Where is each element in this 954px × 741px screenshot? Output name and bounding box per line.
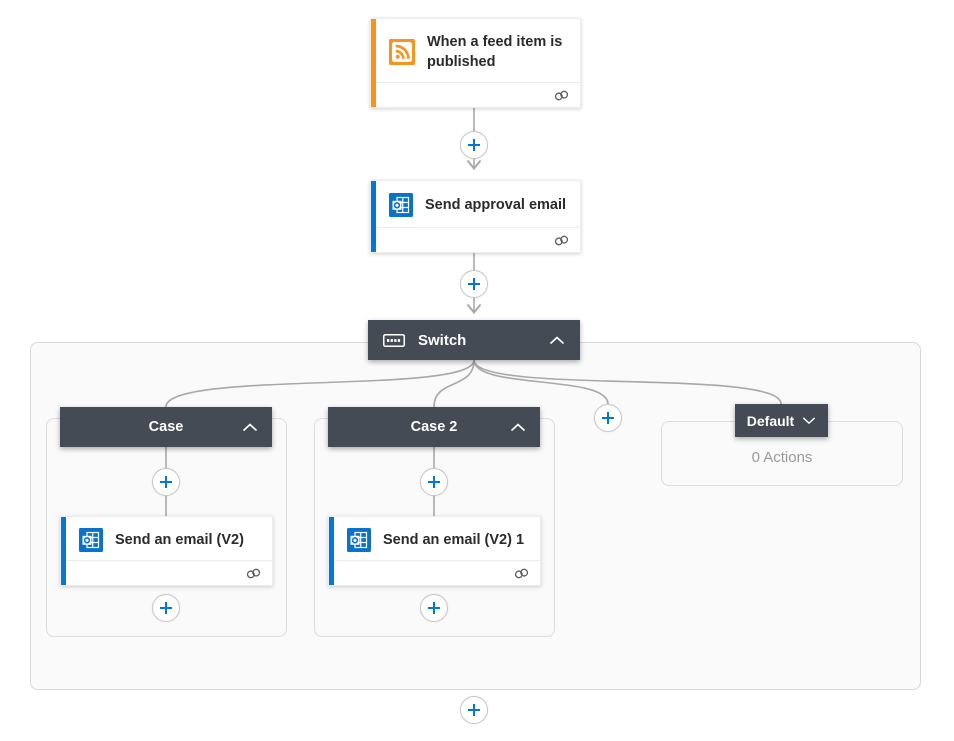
switch-scope-header[interactable]: Switch — [368, 320, 580, 360]
action-card-title: Send an email (V2) 1 — [383, 531, 525, 548]
switch-control-icon — [383, 333, 405, 347]
case1-label: Case — [148, 419, 184, 435]
trigger-card-when-feed-item-published[interactable]: When a feed item is published — [370, 18, 581, 108]
chevron-up-icon[interactable] — [510, 423, 526, 432]
chevron-up-icon[interactable] — [242, 423, 258, 432]
trigger-accent-bar — [371, 19, 376, 107]
add-case-button[interactable] — [594, 404, 622, 432]
case1-header[interactable]: Case — [60, 407, 272, 447]
trigger-card-title: When a feed item is published — [427, 33, 563, 70]
outlook-icon — [389, 193, 413, 217]
case2-label: Case 2 — [410, 419, 458, 435]
linked-connection-icon — [514, 568, 529, 578]
action-card-title: Send approval email — [425, 197, 567, 213]
action-accent-bar — [329, 517, 334, 585]
default-actions-count: 0 Actions — [751, 449, 813, 466]
insert-action-button[interactable] — [420, 594, 448, 622]
rss-icon — [389, 38, 415, 65]
insert-action-button[interactable] — [420, 468, 448, 496]
insert-action-button[interactable] — [152, 468, 180, 496]
new-step-button[interactable] — [460, 696, 488, 724]
add-icon — [160, 602, 172, 614]
add-icon — [428, 476, 440, 488]
linked-connection-icon — [554, 235, 569, 245]
outlook-icon — [347, 527, 371, 552]
switch-label: Switch — [418, 331, 467, 349]
add-icon — [160, 476, 172, 488]
add-icon — [428, 602, 440, 614]
insert-step-button[interactable] — [460, 270, 488, 298]
insert-action-button[interactable] — [152, 594, 180, 622]
outlook-icon — [79, 527, 103, 552]
action-card-title: Send an email (V2) — [115, 531, 244, 548]
add-icon — [468, 139, 480, 151]
linked-connection-icon — [246, 568, 261, 578]
chevron-down-icon[interactable] — [802, 416, 816, 425]
action-card-send-an-email-v2[interactable]: Send an email (V2) — [60, 516, 273, 586]
default-label: Default — [746, 412, 795, 429]
chevron-up-icon[interactable] — [549, 335, 565, 345]
action-accent-bar — [61, 517, 66, 585]
default-branch-header[interactable]: Default — [735, 404, 828, 437]
add-icon — [468, 278, 480, 290]
action-card-send-an-email-v2-1[interactable]: Send an email (V2) 1 — [328, 516, 541, 586]
case2-header[interactable]: Case 2 — [328, 407, 540, 447]
linked-connection-icon — [554, 90, 569, 100]
insert-step-button[interactable] — [460, 131, 488, 159]
action-accent-bar — [371, 181, 376, 252]
add-icon — [468, 704, 480, 716]
add-icon — [602, 412, 614, 424]
action-card-send-approval-email[interactable]: Send approval email — [370, 180, 581, 253]
